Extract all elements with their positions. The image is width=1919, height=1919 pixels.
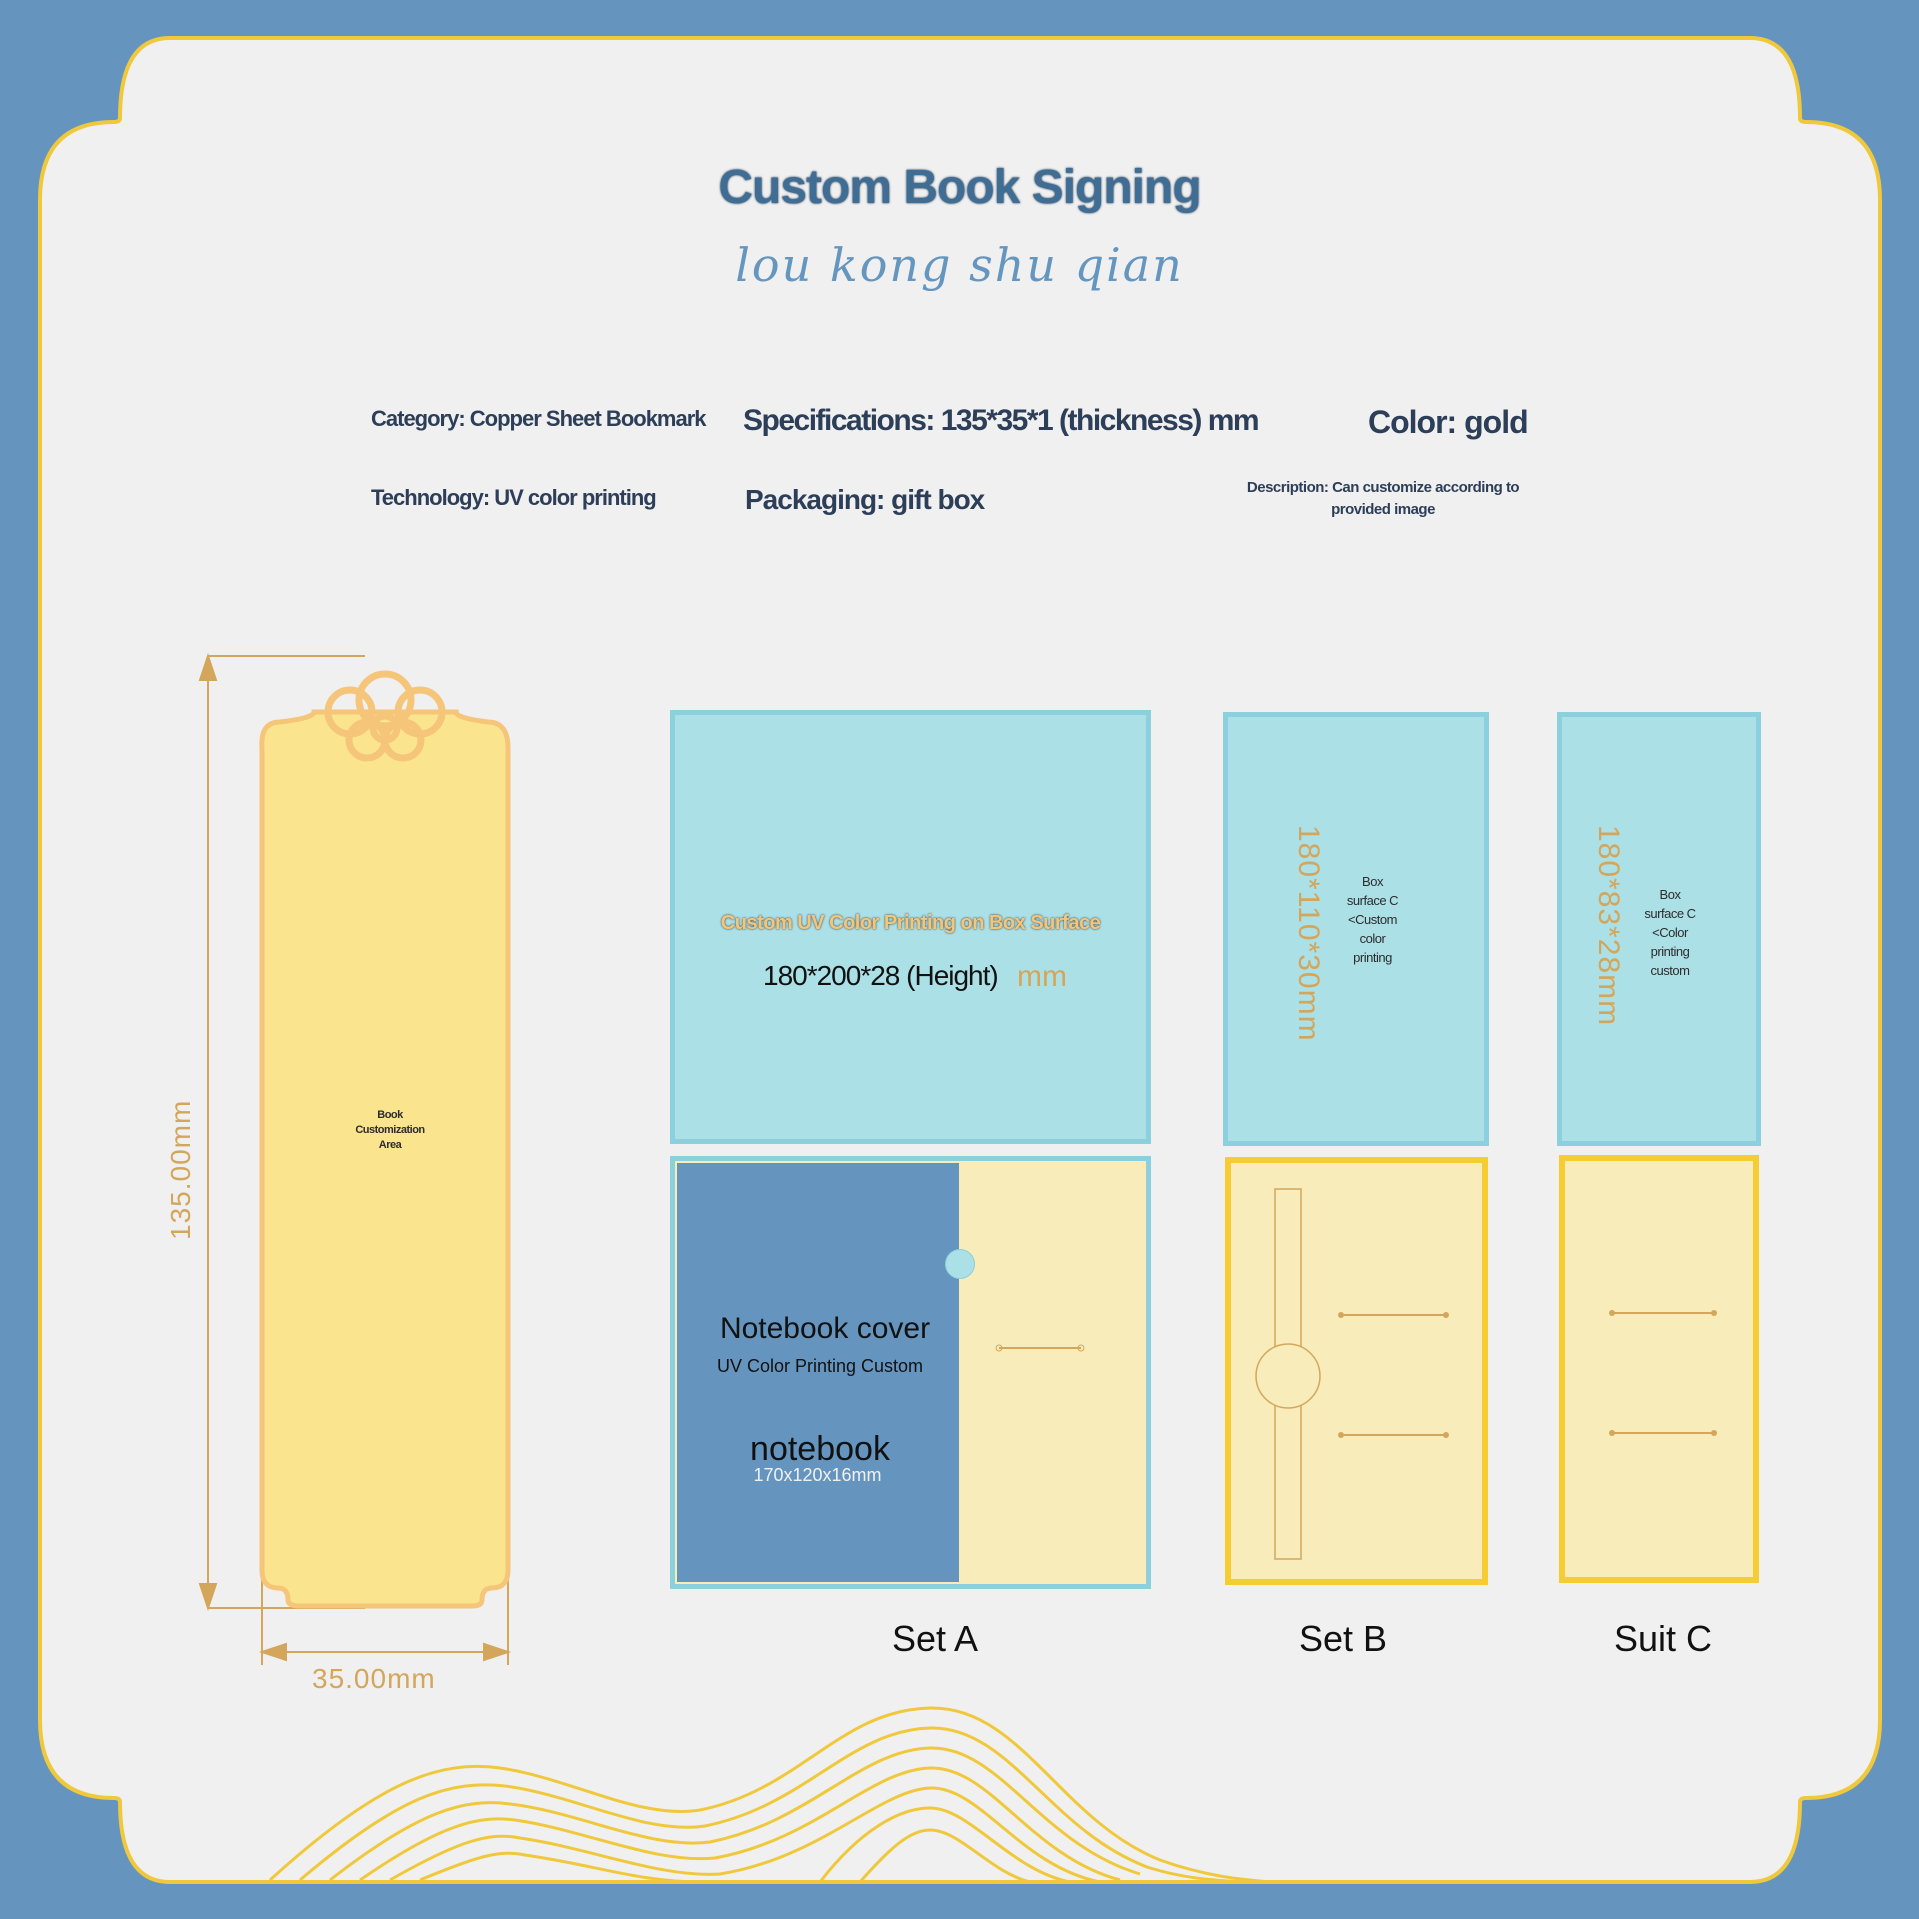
- set-a-label: Set A: [891, 1618, 979, 1659]
- set-a-tray: [670, 1156, 1151, 1589]
- notebook-cover-sub: UV Color Printing Custom: [716, 1356, 924, 1376]
- set-a-box: [670, 710, 1151, 1144]
- notch-icon: [945, 1249, 975, 1279]
- spec-description: Description: Can customize according to …: [1246, 479, 1520, 518]
- slot-line-icon: [995, 1344, 1085, 1352]
- notebook-label: notebook: [750, 1430, 890, 1468]
- spec-technology: Technology: UV color printing: [371, 485, 657, 510]
- suit-c-box-text: Box surface C <Color printing custom: [1644, 887, 1696, 978]
- set-b-box-text: Box surface C <Custom color printing: [1346, 874, 1399, 965]
- notebook-size: 170x120x16mm: [753, 1465, 882, 1485]
- set-a-box-size: 180*200*28 (Height): [763, 960, 999, 991]
- set-b-tray-slots: [1255, 1188, 1449, 1560]
- set-b-box-size: 180*110*30mm: [1292, 825, 1325, 1042]
- notebook-cover-label: Notebook cover: [719, 1312, 931, 1345]
- notebook-cover: [677, 1163, 959, 1582]
- set-a-box-unit: mm: [1017, 960, 1067, 993]
- bookmark-height-dimension: 135.00mm: [165, 1099, 196, 1240]
- set-a-box-text: Custom UV Color Printing on Box Surface: [720, 912, 1101, 934]
- spec-packaging: Packaging: gift box: [745, 484, 985, 515]
- spec-category: Category: Copper Sheet Bookmark: [371, 406, 707, 431]
- bookmark-area-label: Book Customization Area: [355, 1109, 425, 1151]
- suit-c-tray: [1559, 1155, 1759, 1583]
- wave-lines: [268, 1706, 1271, 1884]
- page-subtitle: lou kong shu qian: [735, 238, 1184, 292]
- suit-c-box-size: 180*83*28mm: [1592, 825, 1625, 1027]
- bookmark-width-dimension: 35.00mm: [312, 1663, 436, 1694]
- bookmark-diagram: [198, 652, 512, 1665]
- suit-c-label: Suit C: [1613, 1618, 1713, 1659]
- set-b-box: [1223, 712, 1489, 1146]
- suit-c-box: [1557, 712, 1761, 1146]
- suit-c-tray-slots: [1609, 1310, 1717, 1436]
- cloud-ornament-icon: [324, 670, 446, 762]
- set-b-tray: [1225, 1157, 1488, 1585]
- spec-color: Color: gold: [1368, 404, 1529, 440]
- spec-specifications: Specifications: 135*35*1 (thickness) mm: [743, 404, 1260, 437]
- set-b-label: Set B: [1298, 1618, 1388, 1659]
- page-title: Custom Book Signing: [718, 161, 1201, 214]
